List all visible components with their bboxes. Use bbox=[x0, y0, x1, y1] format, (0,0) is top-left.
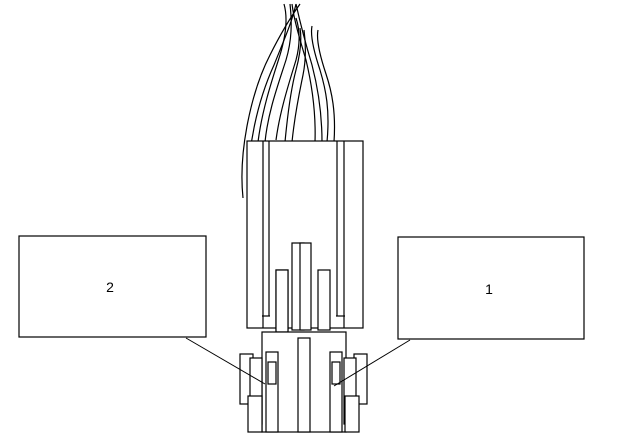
lock-tab-left-base bbox=[247, 395, 263, 433]
callout-label-1: 1 bbox=[485, 281, 493, 297]
terminal-mid bbox=[297, 337, 311, 433]
leader-lines bbox=[185, 337, 411, 387]
terminal-left-slot bbox=[267, 361, 277, 385]
wire-4 bbox=[264, 3, 292, 143]
callout-label-2: 2 bbox=[106, 279, 114, 295]
terminal-right-slot bbox=[331, 361, 341, 385]
wire-7 bbox=[291, 3, 316, 143]
callout-box-1-frame bbox=[397, 236, 585, 340]
terminal-block bbox=[261, 331, 347, 433]
wire-1 bbox=[241, 3, 301, 199]
leader-line-1 bbox=[333, 339, 411, 387]
callout-box-2: 2 bbox=[18, 235, 207, 338]
terminal-pins bbox=[275, 242, 331, 333]
pin-center bbox=[299, 242, 312, 331]
wire-10 bbox=[316, 29, 336, 143]
callout-box-2-frame bbox=[18, 235, 207, 338]
lock-tab-right-base bbox=[344, 395, 360, 433]
pin-far-left bbox=[275, 269, 289, 333]
leader-line-2 bbox=[185, 337, 266, 385]
wire-8 bbox=[295, 3, 323, 143]
pin-right-inner bbox=[317, 269, 331, 331]
wire-11 bbox=[275, 17, 300, 141]
callout-box-1: 1 bbox=[397, 236, 585, 340]
wire-3 bbox=[257, 3, 287, 143]
wire-9 bbox=[310, 25, 329, 143]
wire-6 bbox=[291, 29, 306, 143]
